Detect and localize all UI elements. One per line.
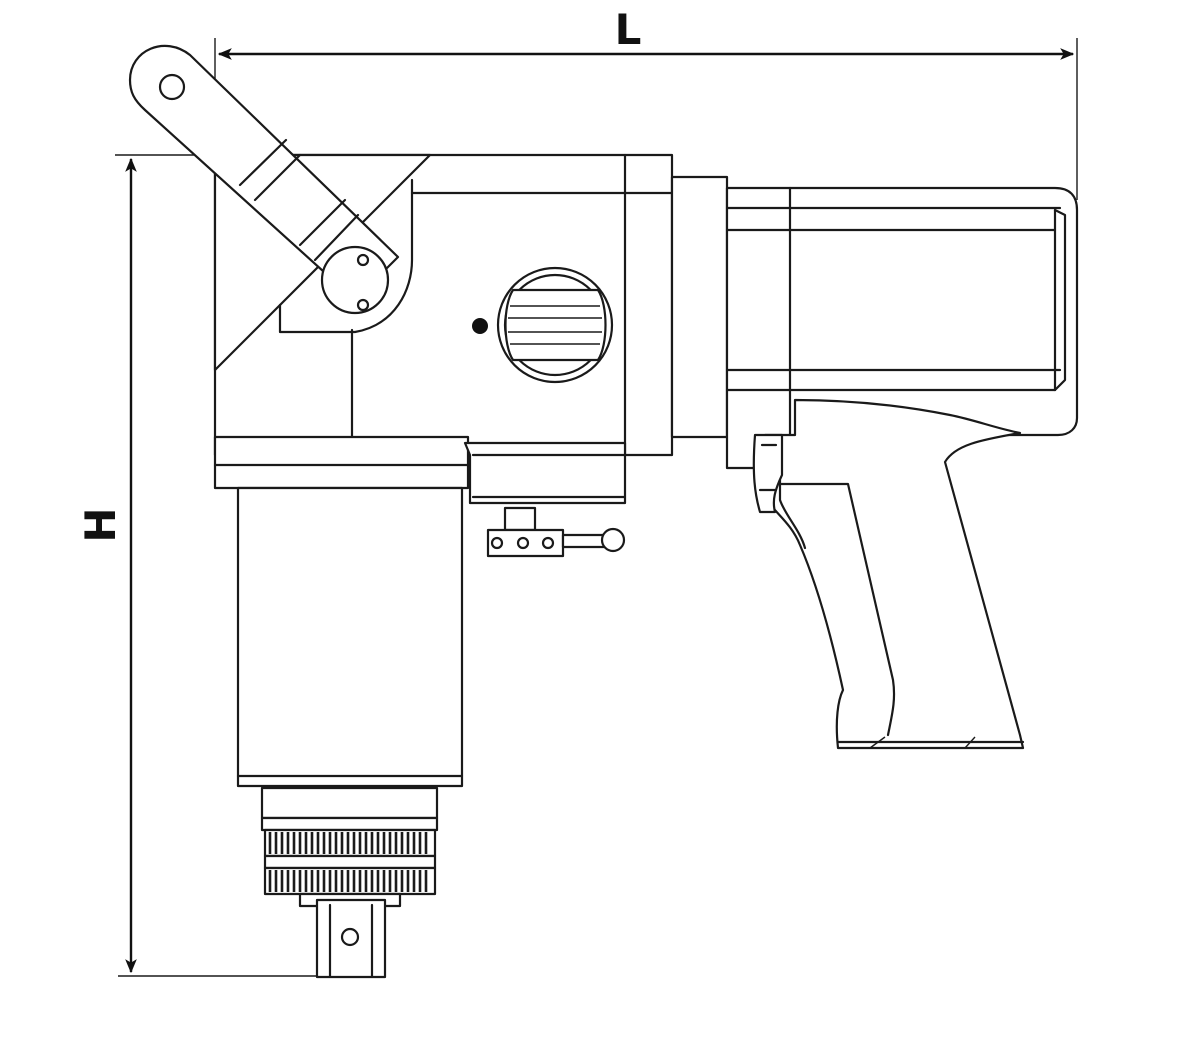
dimension-label-height: H bbox=[76, 507, 125, 542]
output-gears bbox=[263, 828, 437, 908]
output-cylinder bbox=[236, 486, 464, 832]
side-lever bbox=[486, 506, 626, 558]
direction-knob bbox=[496, 266, 614, 384]
square-drive bbox=[315, 898, 387, 979]
indicator-dot bbox=[472, 318, 488, 334]
pistol-grip bbox=[752, 398, 1025, 750]
dimension-L: L bbox=[214, 5, 1078, 200]
reaction-arm bbox=[128, 44, 400, 315]
dimension-label-length: L bbox=[615, 5, 642, 54]
motor-body bbox=[670, 175, 1079, 470]
